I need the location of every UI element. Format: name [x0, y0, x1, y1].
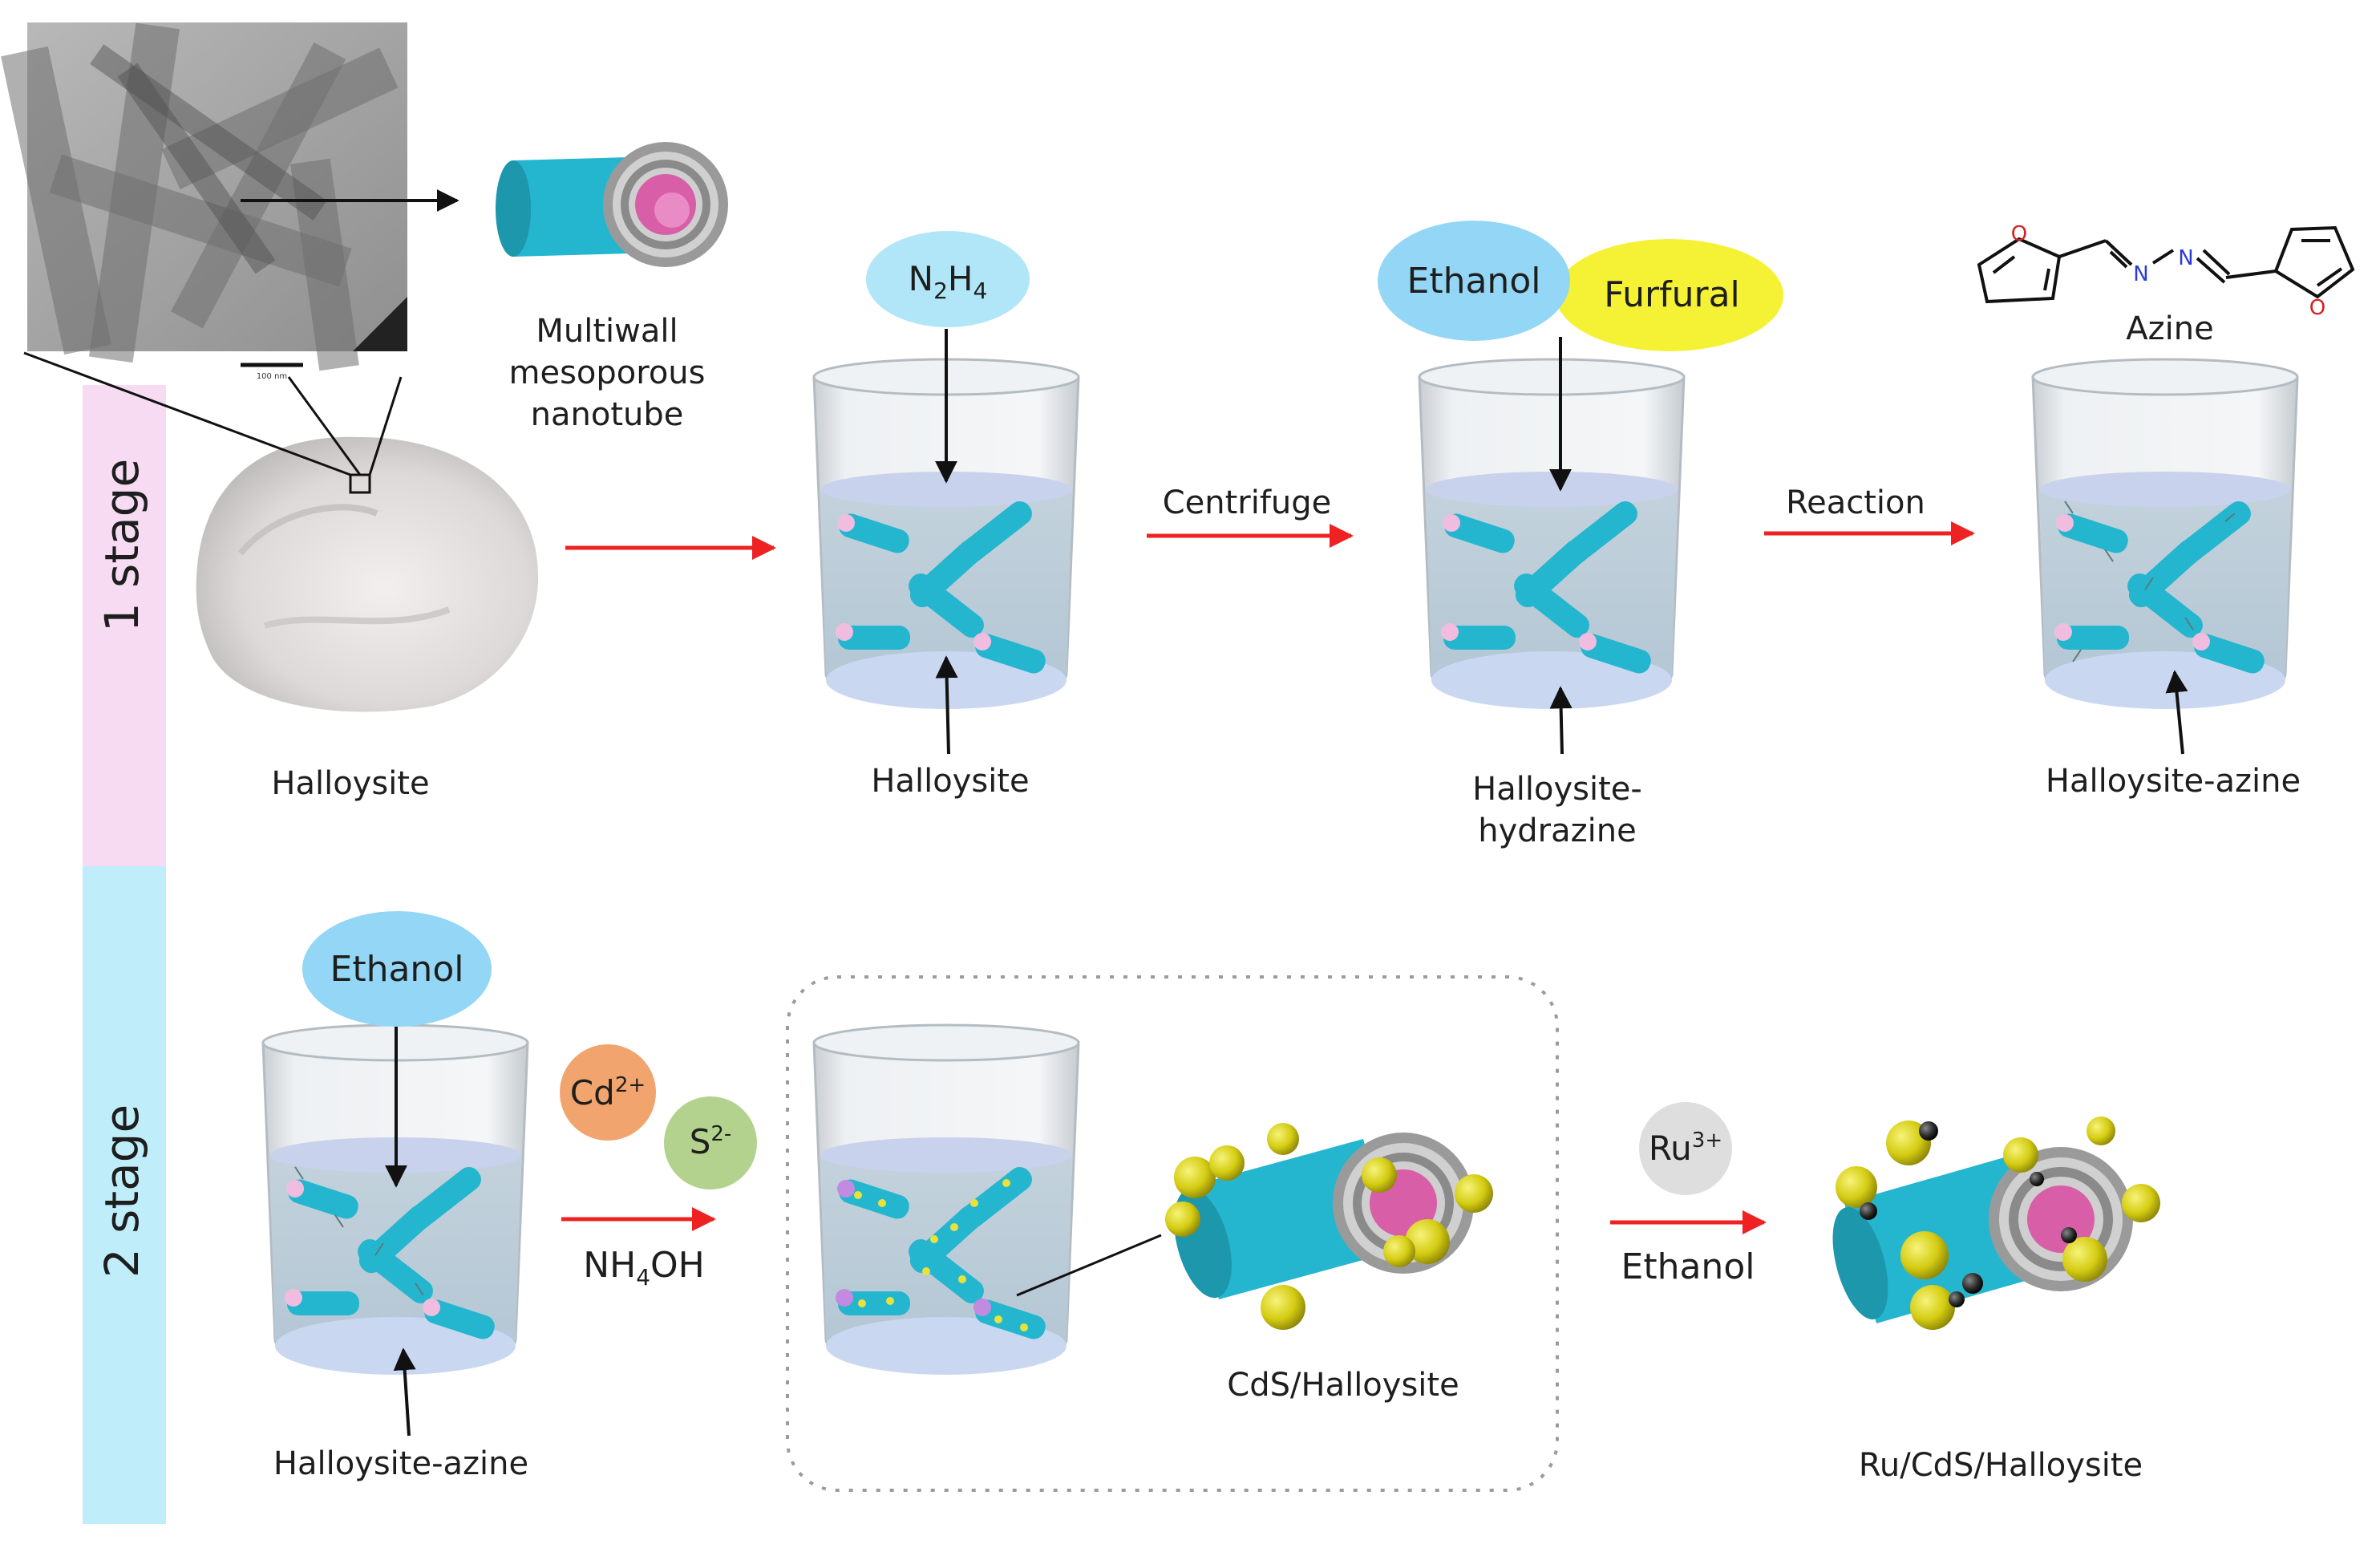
ru-cds-halloysite-label: Ru/CdS/Halloysite: [1859, 1447, 2143, 1484]
azine-o-atom-1: O: [2011, 222, 2027, 246]
centrifuge-label: Centrifuge: [1163, 484, 1332, 521]
halloysite-hydrazine-label-line2: hydrazine: [1478, 813, 1636, 849]
ru-ion-label: Ru3+: [1649, 1129, 1722, 1168]
multiwall-nanotube-illustration: [496, 142, 728, 267]
halloysite-up-arrow-1: [935, 655, 958, 755]
n2h4-bubble: [866, 231, 1030, 327]
beaker-cds: [812, 1023, 1080, 1375]
beaker-azine: [2031, 358, 2299, 709]
beaker-ethanol-azine: [261, 1023, 529, 1375]
multiwall-label-line1: Multiwall: [536, 313, 678, 350]
azine-n-atom-2: N: [2178, 246, 2193, 270]
cd-ion-bubble: [560, 1044, 656, 1141]
beaker-furfural: [1418, 358, 1686, 709]
cds-halloysite-dashed-box: [786, 975, 1559, 1492]
multiwall-label-line3: nanotube: [531, 396, 684, 433]
tem-micrograph: 100 nm: [1, 22, 407, 381]
s-ion-label: S2-: [690, 1122, 732, 1161]
s-ion-bubble: [664, 1096, 757, 1189]
halloysite-beaker-label: Halloysite: [871, 763, 1029, 800]
ethanol-bottom-label: Ethanol: [330, 949, 464, 990]
stage-1-bar: [83, 385, 166, 866]
halloysite-azine-top-label: Halloysite-azine: [2046, 763, 2301, 800]
azine-molecule-structure: [1977, 225, 2355, 304]
nh4oh-label: NH4OH: [583, 1245, 705, 1291]
halloysite-powder-label: Halloysite: [271, 765, 429, 802]
multiwall-label-line2: mesoporous: [509, 355, 706, 391]
cds-halloysite-nanotube: [1165, 1123, 1493, 1330]
ru-ethanol-label: Ethanol: [1621, 1246, 1755, 1287]
azine-o-atom-2: O: [2309, 296, 2325, 320]
halloysite-hydrazine-label-line1: Halloysite-: [1472, 771, 1642, 808]
n2h4-label: N2H4: [909, 259, 988, 304]
furfural-bubble: [1556, 239, 1783, 351]
cds-zoom-pointer-line: [1016, 1234, 1162, 1297]
ethanol-bubble-bottom: [302, 911, 492, 1027]
halloysite-azine-bottom-label: Halloysite-azine: [273, 1445, 528, 1482]
halloysite-azine-up-arrow-top: [2165, 670, 2188, 755]
ethanol-top-label: Ethanol: [1407, 261, 1541, 302]
tem-scale-label: 100 nm: [257, 372, 287, 381]
cds-halloysite-label: CdS/Halloysite: [1227, 1367, 1459, 1404]
hydrazine-up-arrow: [1549, 686, 1572, 755]
halloysite-azine-up-arrow-bottom: [393, 1347, 416, 1437]
cd-ion-label: Cd2+: [570, 1073, 646, 1112]
stage-1-label: 1 stage: [95, 459, 149, 632]
reaction-label: Reaction: [1786, 484, 1925, 521]
ethanol-bubble-top: [1378, 221, 1570, 341]
azine-label: Azine: [2126, 310, 2213, 347]
ru-cds-halloysite-nanotube: [1832, 1116, 2160, 1330]
stage-2-bar: [83, 866, 166, 1524]
ru-ion-bubble: [1639, 1102, 1732, 1195]
furfural-label: Furfural: [1604, 274, 1740, 315]
halloysite-powder-pile: [23, 351, 539, 712]
azine-n-atom-1: N: [2133, 262, 2148, 286]
stage-2-label: 2 stage: [95, 1104, 149, 1278]
